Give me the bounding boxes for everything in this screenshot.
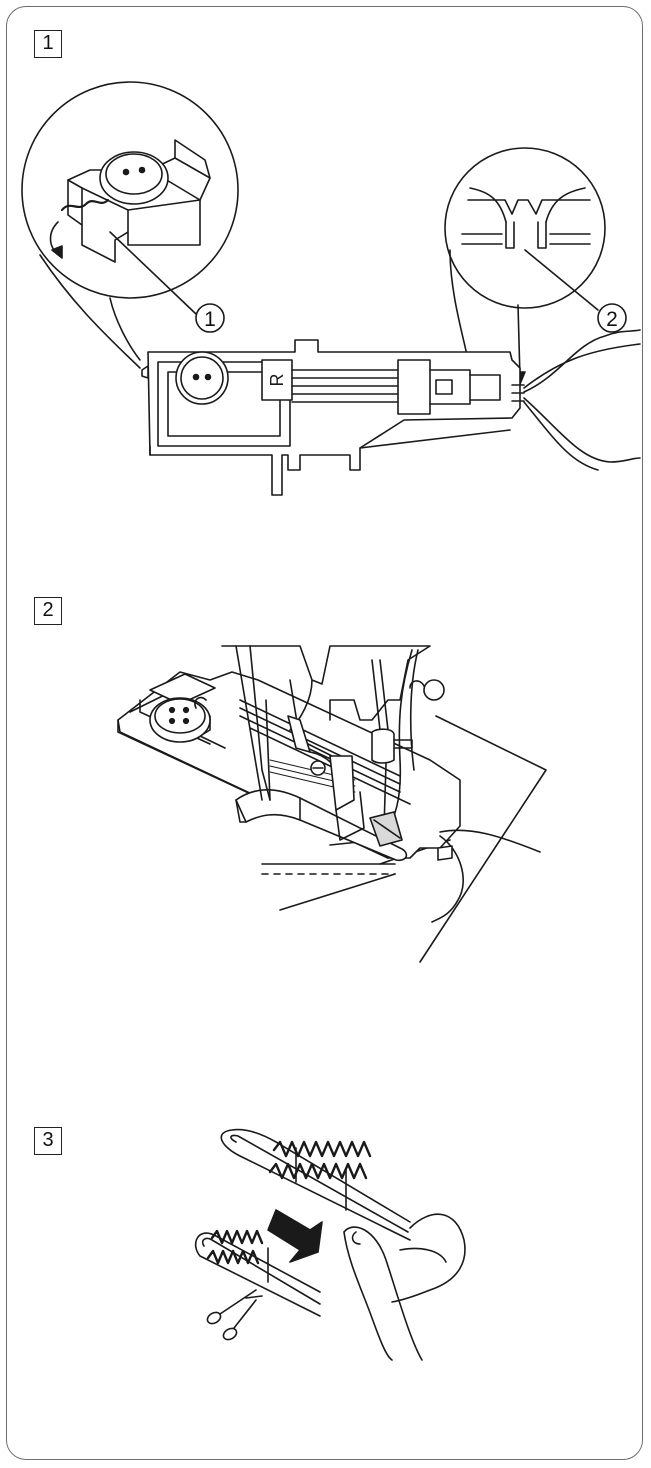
callout-2: 2 bbox=[598, 304, 626, 332]
callout-1: 1 bbox=[196, 304, 224, 332]
scissors-icon bbox=[205, 1290, 262, 1342]
step-1-illustration: 1 2 R bbox=[22, 82, 640, 495]
buttonhole-foot-top-view: R bbox=[142, 340, 524, 495]
loop-cord-upper bbox=[221, 1130, 410, 1240]
buttonhole-foot-perspective bbox=[118, 672, 460, 860]
threads-step-2 bbox=[432, 830, 540, 922]
step-3-illustration bbox=[196, 1130, 465, 1360]
button-icon bbox=[150, 698, 210, 742]
step-2-illustration bbox=[118, 646, 546, 962]
pull-arrow-icon bbox=[268, 1210, 322, 1262]
svg-text:2: 2 bbox=[606, 308, 618, 331]
svg-text:1: 1 bbox=[204, 308, 216, 331]
threads-step-1 bbox=[524, 330, 640, 470]
foot-letter-r: R bbox=[267, 374, 287, 387]
button-icon bbox=[100, 152, 168, 204]
